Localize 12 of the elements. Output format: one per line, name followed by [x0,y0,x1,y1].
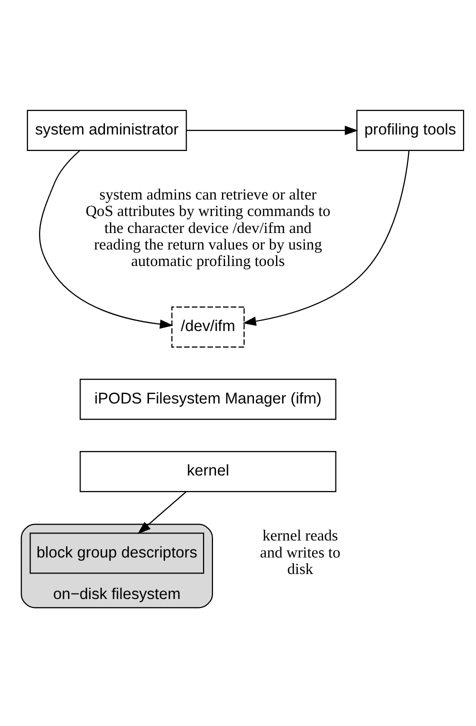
arrow [137,490,186,534]
label: system admins can retrieve or alter QoS attributes by writing commands to the character device /dev/ifm and reading the return values or by using automatic profiling tools [86,186,330,270]
node-box: /dev/ifm [171,306,245,348]
arrow [242,150,410,326]
node-box: profiling tools [356,109,464,150]
node-box: kernel [80,450,336,492]
node-box: iPODS Filesystem Manager (ifm) [80,378,336,420]
label: kernel reads and writes to disk [260,527,340,578]
arrow [39,150,174,328]
arrow [186,125,358,135]
node-box: block group descriptors [30,532,204,574]
node-box: system administrator [26,109,187,150]
